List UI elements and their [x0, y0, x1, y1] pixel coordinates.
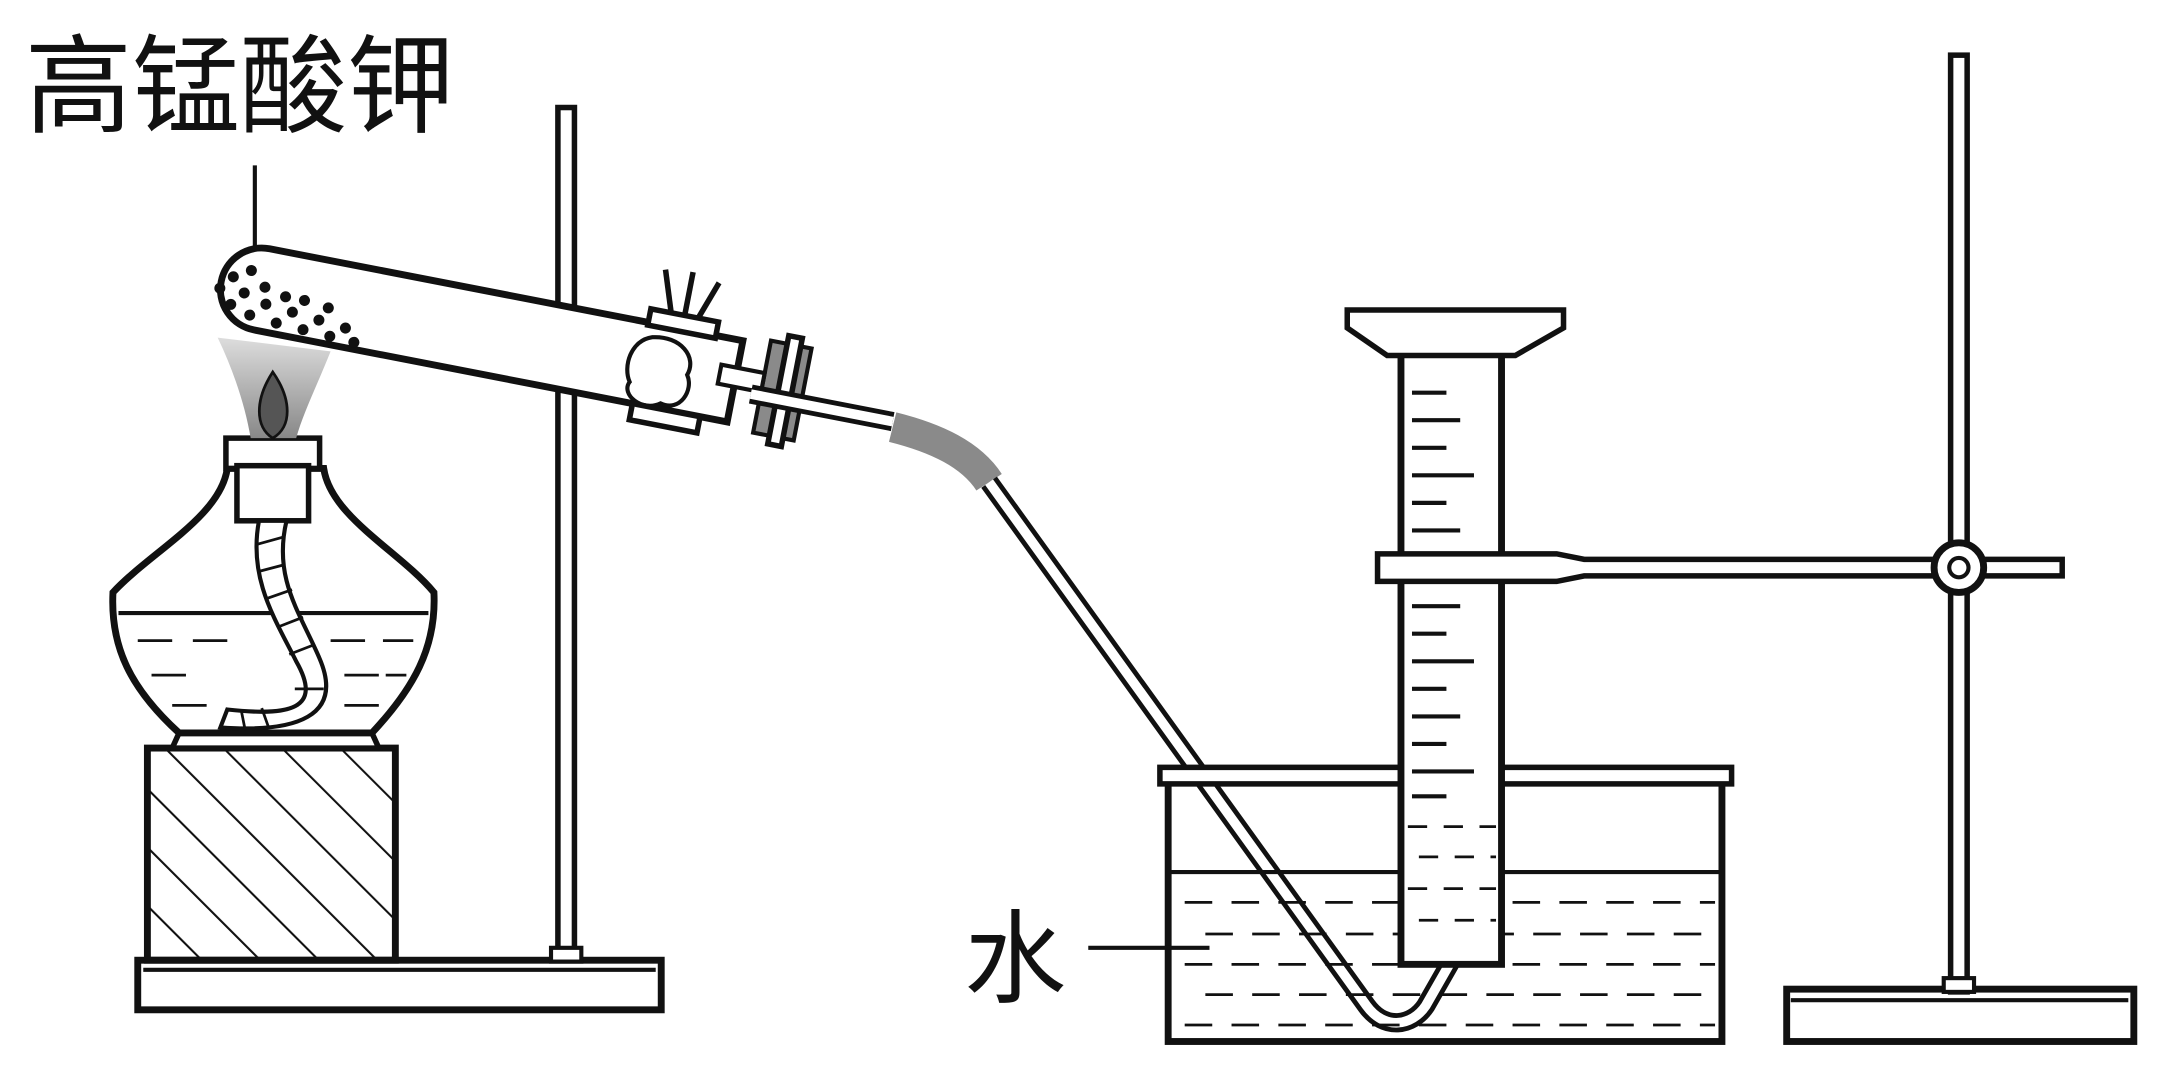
test-tube	[214, 244, 814, 450]
wooden-block	[143, 744, 399, 964]
reagent-label: 高锰酸钾	[25, 25, 455, 150]
potassium-permanganate-particles	[214, 264, 360, 348]
alcohol-lamp	[109, 337, 438, 751]
right-iron-stand	[1374, 52, 2138, 1045]
graduated-cylinder	[1344, 307, 1567, 968]
delivery-tube	[748, 384, 1490, 1033]
left-iron-stand	[134, 104, 665, 1014]
water-label: 水	[964, 901, 1066, 1020]
